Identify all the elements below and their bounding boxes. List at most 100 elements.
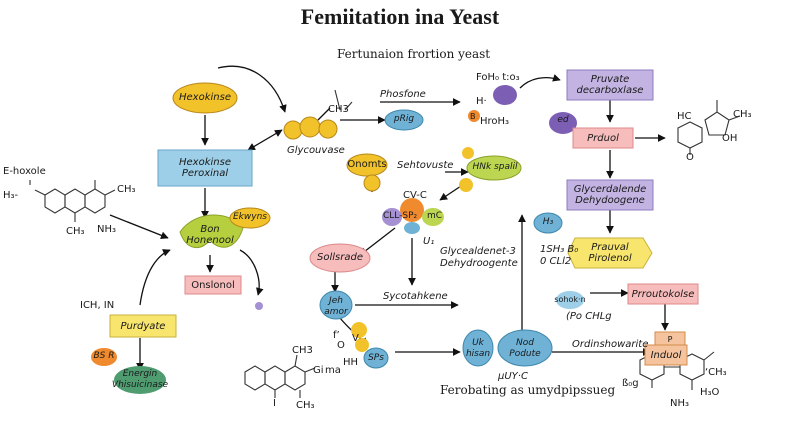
ch3-left-b: CH₃ bbox=[66, 226, 85, 237]
ring-bottom-2 bbox=[264, 365, 286, 391]
yellow-ball-mid-2 bbox=[355, 338, 369, 352]
prroutokolse-box bbox=[627, 283, 699, 305]
ordinshowarite-label: Ordinshowarite bbox=[572, 339, 649, 350]
energin-node bbox=[114, 366, 166, 394]
bon-line2: Honenool bbox=[186, 235, 234, 246]
hroh3-label: HroH₃ bbox=[480, 116, 510, 127]
prduol-box bbox=[572, 127, 634, 149]
uk-hisan-label: Uk hisan bbox=[462, 338, 494, 360]
hnk-ball-1 bbox=[462, 147, 474, 159]
hnk-ball-2 bbox=[459, 178, 473, 192]
nod-line2: Podute bbox=[509, 349, 541, 359]
glycerdalende-line2: Dehydoogene bbox=[575, 195, 645, 206]
prbig-label: pRig bbox=[393, 114, 415, 124]
hc-label: HC bbox=[677, 111, 692, 122]
h3o-right-label: H₃O bbox=[700, 387, 720, 398]
uk-line1: Uk bbox=[472, 338, 484, 348]
jeh-line2: amor bbox=[324, 307, 348, 317]
arrow-molecule-to-bon bbox=[109, 214, 169, 240]
ehoxole-label: E-hoxole bbox=[3, 166, 46, 177]
hnk-label: HNk spalil bbox=[472, 162, 518, 172]
o-ring-label: O bbox=[686, 152, 694, 163]
glycouvase-label: Glycouvase bbox=[287, 145, 345, 156]
nod-podute-node bbox=[497, 329, 553, 367]
glycealdenet-line1: Glycealdenet-3 bbox=[440, 246, 516, 257]
cluster-orange bbox=[400, 198, 424, 222]
peroxinal-line1: Hexokinse bbox=[179, 157, 231, 168]
arrow-molecule-top-to-glycouvase bbox=[317, 107, 331, 121]
pruvate-line1: Pruvate bbox=[590, 74, 630, 85]
ed-node bbox=[549, 112, 577, 134]
cluster-purple bbox=[382, 208, 402, 226]
energin-label: Energin Vhisuicinase bbox=[112, 369, 168, 391]
hh-label: HH bbox=[343, 357, 359, 368]
bon-line1: Bon bbox=[200, 224, 220, 235]
h3-left-label: H₃- bbox=[3, 190, 19, 201]
purple-blob-top bbox=[493, 85, 517, 105]
diagram-title: Femiitation ina Yeast bbox=[300, 4, 500, 29]
prauval-line1: Prauval bbox=[591, 242, 629, 253]
nh3-right: NH₃ bbox=[670, 398, 690, 409]
peroxinal-label: Hexokinse Peroxinal bbox=[158, 150, 252, 186]
phosfone-label: Phosfone bbox=[380, 89, 426, 100]
bsr-label: BS R bbox=[93, 351, 115, 361]
onslonol-label: Onslonol bbox=[191, 279, 235, 291]
sohok-label: sohok·n bbox=[554, 295, 586, 304]
onomts-node bbox=[346, 153, 388, 177]
ring-right-hex bbox=[677, 121, 703, 149]
ring-left-3 bbox=[84, 188, 106, 214]
ekwyns-label: Ekwyns bbox=[233, 212, 267, 222]
ring-left-2 bbox=[64, 188, 86, 214]
h3-node-label: H₃ bbox=[542, 217, 554, 227]
induol-p-label: P bbox=[667, 334, 673, 344]
node-shapes bbox=[91, 69, 699, 394]
pruvate-line2: decarboxlase bbox=[576, 85, 644, 96]
jeh-label: Jeh amor bbox=[320, 296, 352, 318]
uyc-label: µUY·C bbox=[498, 371, 528, 382]
ring-induol-2 bbox=[679, 353, 705, 381]
diagram-footer: Ferobating as umydpipssueg bbox=[440, 383, 616, 397]
sycotahkene-label: Sycotahkene bbox=[383, 291, 448, 302]
prduol-label: Prduol bbox=[587, 132, 619, 144]
sig-label: ß₀g bbox=[622, 378, 639, 389]
energin-line2: Vhisuicinase bbox=[111, 380, 169, 390]
hexokinase-label: Hexokinse bbox=[179, 92, 231, 103]
foh-label: FoH₀ t:o₃ bbox=[476, 72, 520, 83]
ch3-bottom-b: CH₃ bbox=[296, 400, 315, 411]
ed-label: ed bbox=[557, 115, 569, 125]
bsr-node bbox=[91, 348, 117, 366]
arrow-hexokinase-to-glycouvase bbox=[217, 65, 287, 113]
i-label: I bbox=[273, 398, 276, 409]
po-chlg-label: (Po CHLg bbox=[566, 311, 612, 322]
glycealdenet-line2: Dehydroogente bbox=[440, 258, 518, 269]
cv-c-label: CV-C bbox=[403, 190, 427, 201]
arrow-purdyate-to-bon bbox=[139, 249, 171, 306]
cluster-green bbox=[422, 208, 444, 226]
h3-node bbox=[533, 212, 563, 234]
glycouvase-ball-3 bbox=[318, 119, 338, 139]
ring-right-furan bbox=[704, 111, 730, 136]
induol-label: Induol bbox=[650, 349, 682, 361]
ch3-right-label: ‘CH₃ bbox=[705, 367, 727, 378]
h3ne-line1: 1SH₃ B₀ bbox=[540, 244, 579, 255]
oh-label: OH bbox=[722, 133, 738, 144]
prauval-line2: Pirolenol bbox=[588, 253, 632, 264]
glycerdalende-line1: Glycerdalende bbox=[573, 184, 647, 195]
jeh-line1: Jeh bbox=[329, 296, 343, 306]
cll-sp-label: CLL-SP₂ bbox=[383, 211, 418, 221]
ring-bottom-3 bbox=[284, 365, 306, 391]
f-label: f’ bbox=[333, 330, 340, 341]
glycerdalende-label: Glycerdalende Dehydoogene bbox=[567, 180, 653, 210]
h3ne-line2: 0 CLl2 bbox=[540, 256, 572, 267]
prauval-label: Prauval Pirolenol bbox=[570, 238, 650, 268]
uk-hisan-node bbox=[462, 329, 494, 367]
ring-left-1 bbox=[44, 188, 66, 214]
ch3-left-a: CH₃ bbox=[117, 184, 136, 195]
pruvate-label: Pruvate decarboxlase bbox=[567, 70, 653, 100]
ch3-top-label: CH3 bbox=[328, 104, 349, 115]
b-small-label: B bbox=[470, 112, 476, 121]
sallsrade-node bbox=[309, 243, 371, 273]
glycouvase-ball-2 bbox=[299, 116, 321, 138]
